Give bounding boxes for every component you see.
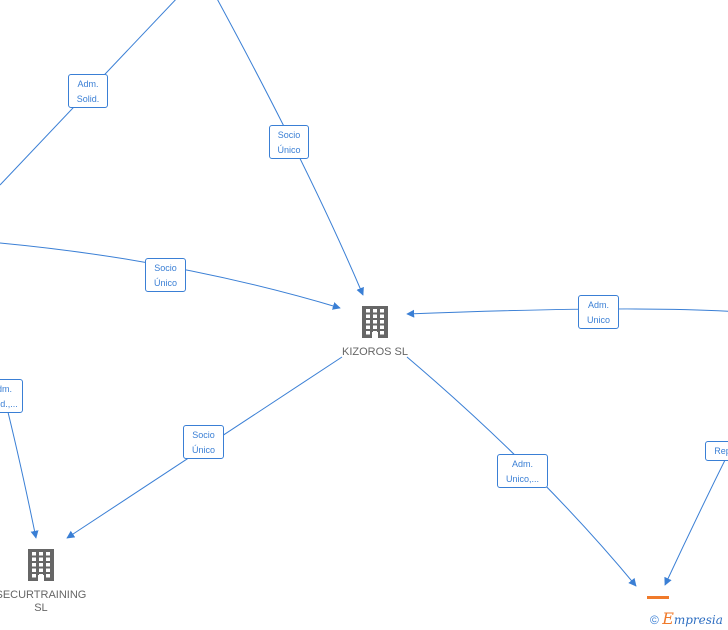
node-label-line: SL	[34, 602, 48, 614]
edge-label-e1[interactable]: Adm. Solid.	[68, 74, 108, 108]
highlighted-node-marker	[647, 596, 669, 599]
edge-label-line: Único	[153, 278, 177, 288]
edge-label-line: Único	[191, 445, 215, 455]
edge-label-line: Único	[277, 145, 301, 155]
edge-label-line: Unico,...	[505, 474, 539, 484]
node-label-line: SECURTRAINING	[0, 589, 87, 601]
node-label-kizoros[interactable]: KIZOROS SL	[342, 346, 408, 359]
edge-label-e5[interactable]: Adm. Unico,...	[497, 454, 548, 488]
nodes	[28, 306, 669, 599]
building-icon-kizoros[interactable]	[362, 306, 388, 338]
edge-label-line: Adm.	[0, 384, 12, 394]
edges	[0, 0, 728, 587]
edge-label-line: Adm.	[511, 459, 533, 469]
edge-label-line: Adm.	[77, 79, 99, 89]
brand-name: mpresia	[673, 613, 723, 627]
edge-label-line: Socio	[277, 130, 301, 140]
brand-logo-letter: E	[662, 609, 674, 628]
edge-line-e7	[4, 399, 39, 539]
edge-label-line: Repr.	[714, 446, 728, 456]
copyright-symbol: ©	[650, 613, 659, 627]
edge-line-e4	[406, 308, 728, 318]
edge-label-e8[interactable]: Repr.	[705, 441, 728, 461]
node-label-line: KIZOROS SL	[342, 346, 409, 358]
edge-label-line: Solid.	[76, 94, 100, 104]
edge-label-line: Unico	[586, 315, 610, 325]
edge-label-line: Socio	[154, 263, 177, 273]
edge-label-e7[interactable]: Adm. Solid.,...	[0, 379, 23, 413]
edge-line-e8	[664, 452, 728, 586]
empresia-brand[interactable]: © Empresia	[650, 609, 723, 628]
edge-label-line: Adm.	[587, 300, 609, 310]
building-icon-securtraining[interactable]	[28, 549, 54, 581]
edge-label-line: Socio	[192, 430, 215, 440]
edge-label-line: Solid.,...	[0, 399, 18, 409]
edge-label-e4[interactable]: Adm. Unico	[578, 295, 619, 329]
